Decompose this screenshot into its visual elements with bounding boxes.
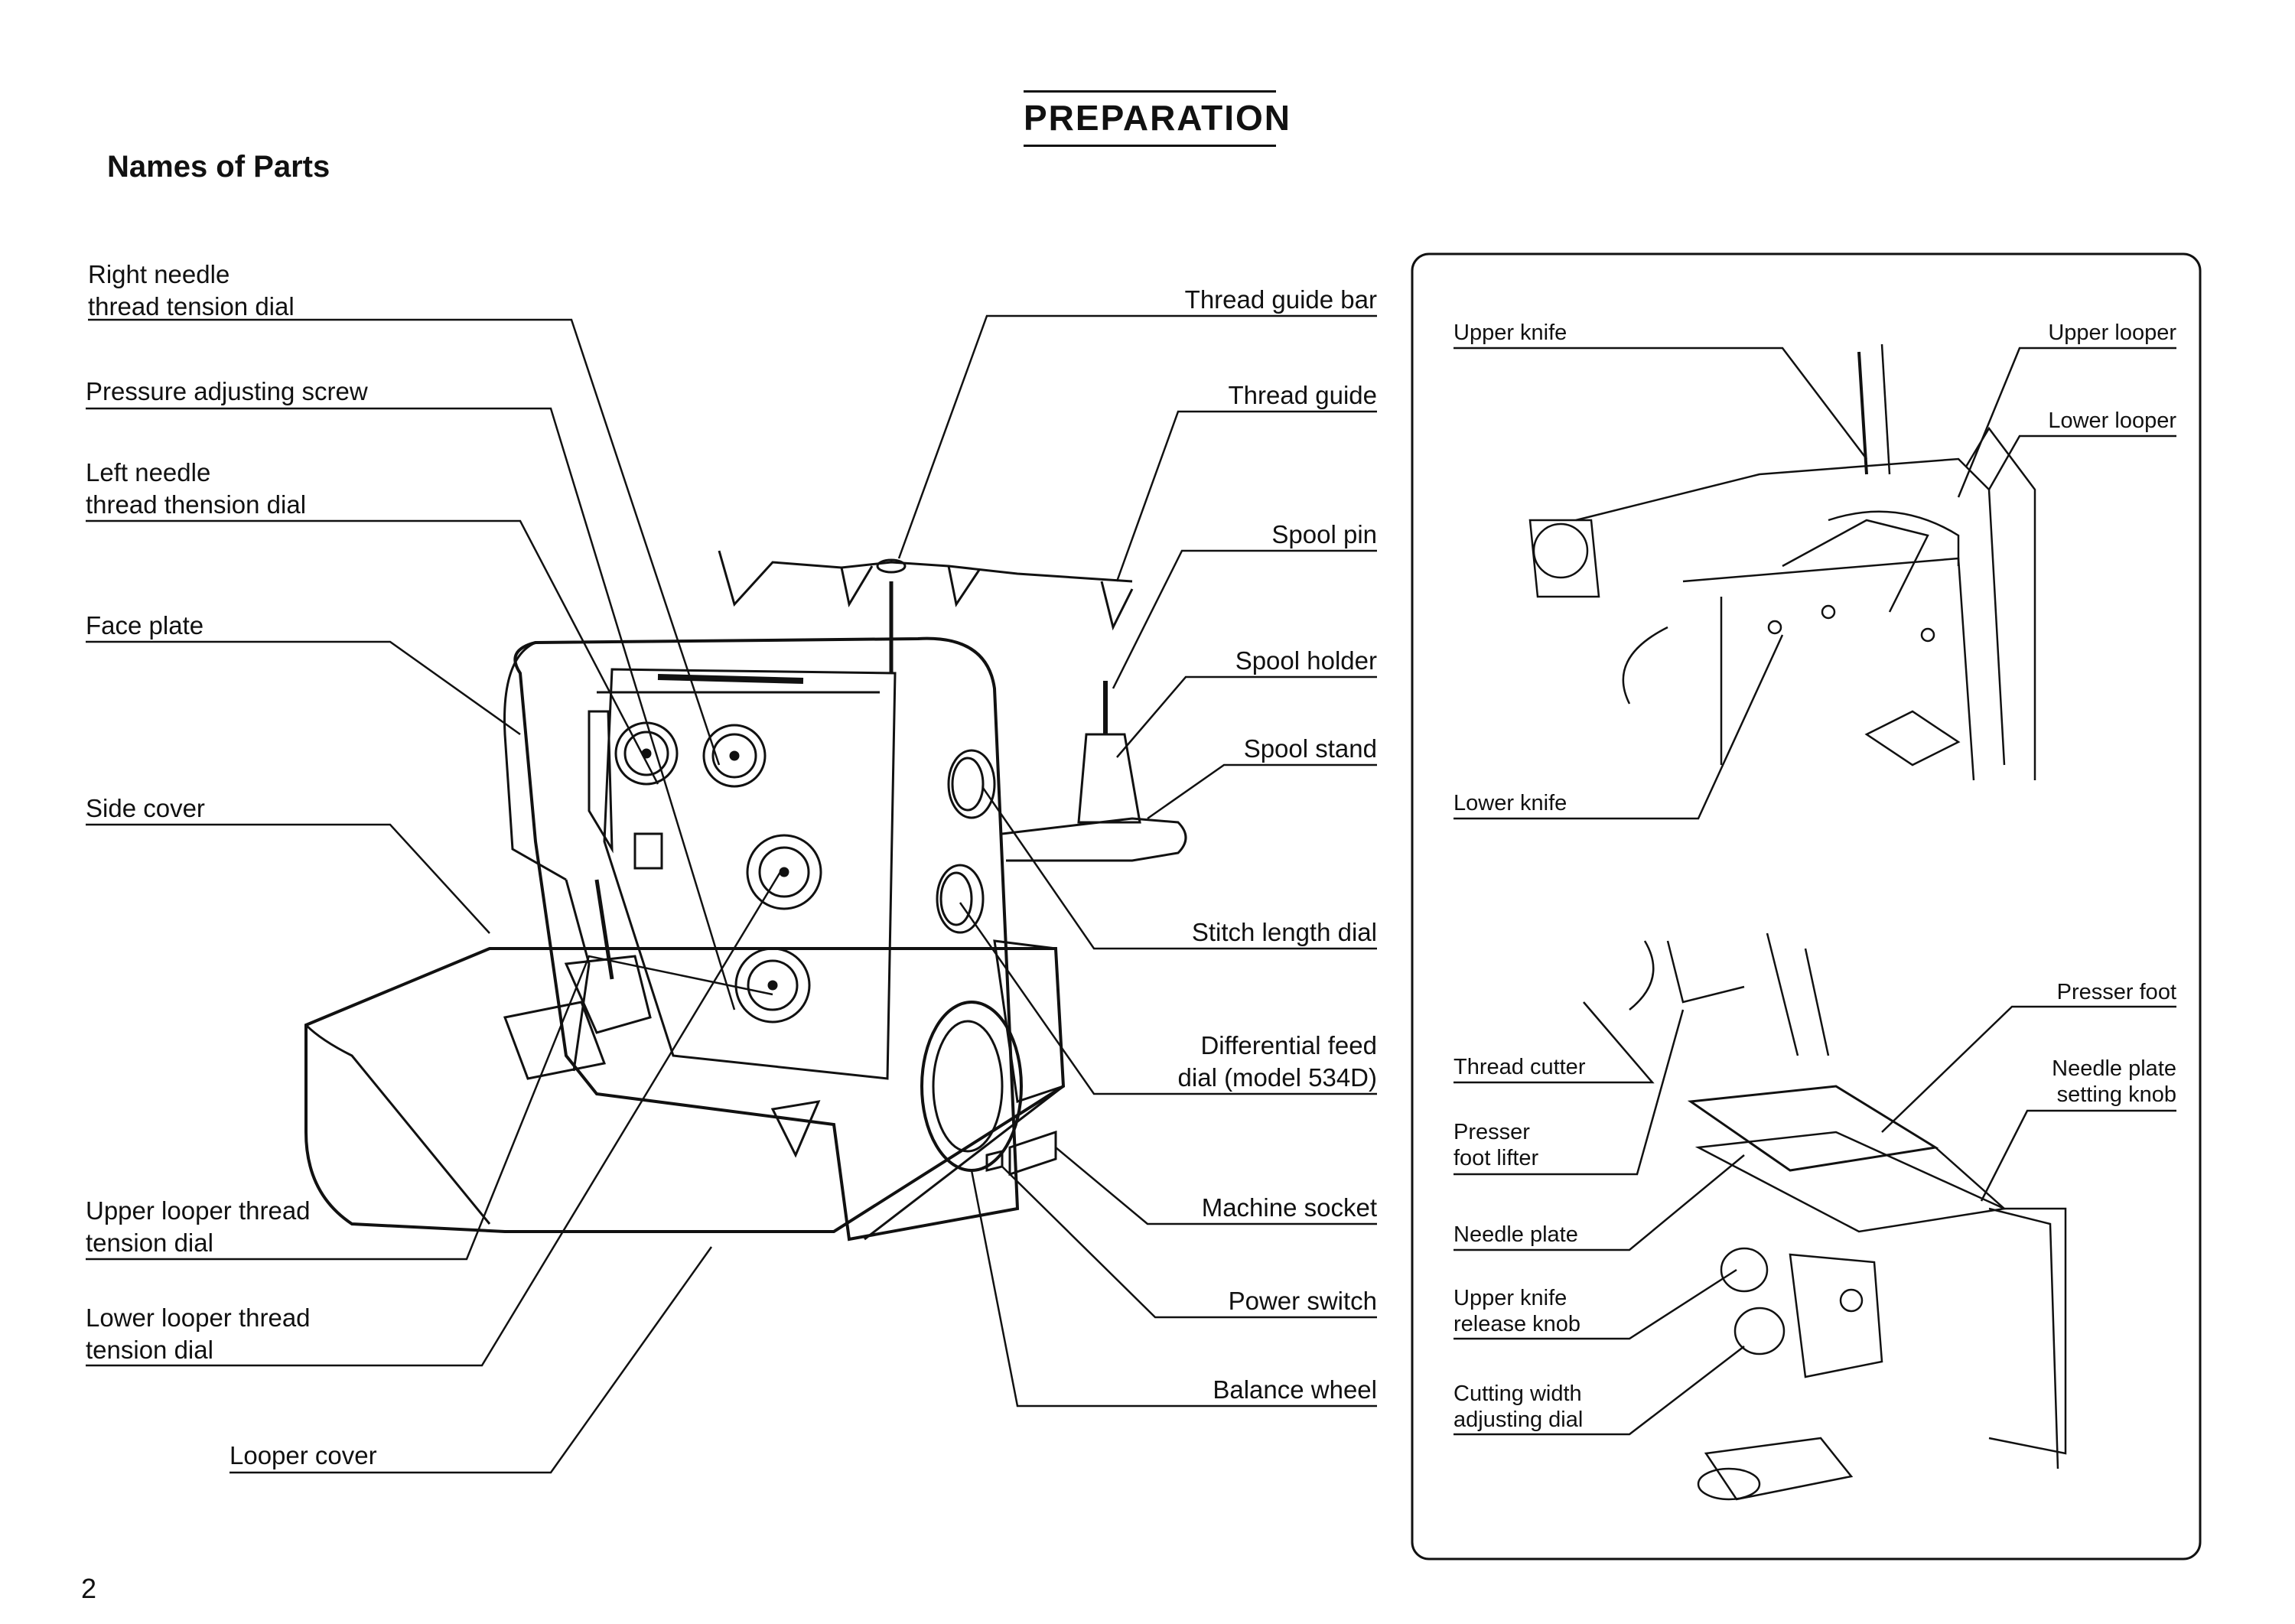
label-needle-plate-setting-knob: Needle plate setting knob <box>2052 1056 2176 1107</box>
inset-leader-lines <box>1454 347 2176 1436</box>
inset-upper-drawing <box>1528 343 2036 781</box>
label-presser-foot: Presser foot <box>2056 980 2176 1004</box>
section-title: PREPARATION <box>1024 90 1290 147</box>
label-lower-looper-tension-dial: Lower looper thread tension dial <box>86 1303 311 1364</box>
label-left-needle-tension-dial: Left needle thread thension dial <box>86 458 307 519</box>
label-pressure-adjusting-screw: Pressure adjusting screw <box>86 377 368 405</box>
label-thread-cutter: Thread cutter <box>1454 1055 1586 1079</box>
label-needle-plate: Needle plate <box>1454 1222 1578 1247</box>
names-of-parts-heading: Names of Parts <box>107 150 330 184</box>
label-upper-knife-release-knob: Upper knife release knob <box>1454 1286 1581 1336</box>
inset-lower-drawing <box>1629 932 2067 1501</box>
label-spool-stand: Spool stand <box>1243 734 1377 763</box>
main-leader-lines <box>86 314 1377 1474</box>
label-side-cover: Side cover <box>86 794 205 822</box>
label-machine-socket: Machine socket <box>1201 1193 1377 1222</box>
label-cutting-width-dial: Cutting width adjusting dial <box>1454 1382 1584 1432</box>
label-thread-guide: Thread guide <box>1228 381 1377 409</box>
label-spool-holder: Spool holder <box>1235 646 1377 675</box>
machine-drawing <box>304 550 1187 1242</box>
detail-inset-frame <box>1411 252 2202 1561</box>
label-upper-knife: Upper knife <box>1454 321 1567 345</box>
label-face-plate: Face plate <box>86 611 204 640</box>
label-looper-cover: Looper cover <box>230 1441 377 1469</box>
label-power-switch: Power switch <box>1228 1287 1377 1315</box>
label-lower-knife: Lower knife <box>1454 791 1567 815</box>
label-balance-wheel: Balance wheel <box>1213 1375 1377 1404</box>
page-number: 2 <box>81 1573 97 1604</box>
label-thread-guide-bar: Thread guide bar <box>1184 285 1377 314</box>
label-spool-pin: Spool pin <box>1271 520 1377 548</box>
label-right-needle-tension-dial: Right needle thread tension dial <box>88 260 295 321</box>
label-lower-looper: Lower looper <box>2048 408 2176 433</box>
label-presser-foot-lifter: Presser foot lifter <box>1454 1120 1539 1170</box>
label-upper-looper: Upper looper <box>2048 321 2176 345</box>
label-differential-feed-dial: Differential feed dial (model 534D) <box>1177 1031 1377 1092</box>
label-stitch-length-dial: Stitch length dial <box>1191 918 1377 946</box>
label-upper-looper-tension-dial: Upper looper thread tension dial <box>86 1196 311 1257</box>
